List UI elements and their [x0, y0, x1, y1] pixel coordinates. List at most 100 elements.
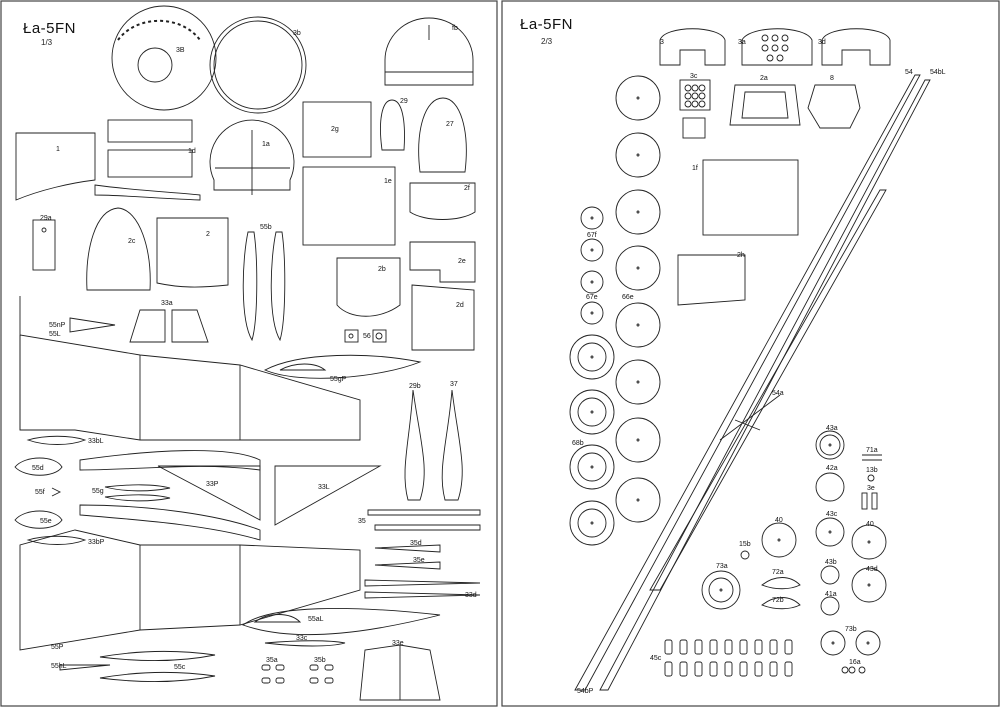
- part-33a-left: [129, 309, 166, 343]
- part-55e: [14, 510, 63, 529]
- label-2c: 2c: [128, 238, 136, 245]
- label-3B: 3B: [176, 47, 185, 54]
- label-1: 1: [56, 146, 60, 153]
- part-8: [807, 84, 861, 129]
- label-33c: 33c: [296, 635, 308, 642]
- label-3b: 3b: [293, 30, 301, 37]
- label-35d: 35d: [410, 540, 422, 547]
- part-2e: [409, 241, 476, 283]
- part-37: [441, 389, 463, 501]
- label-40-center: 40: [775, 517, 783, 524]
- label-35: 35: [358, 518, 366, 525]
- part-2f: [409, 182, 476, 220]
- small-discs-67: [580, 206, 604, 325]
- label-29b: 29b: [409, 383, 421, 390]
- part-3B-ring: [111, 5, 217, 111]
- label-3c: 3c: [690, 73, 698, 80]
- part-33e: [359, 644, 441, 701]
- part-3a: [741, 28, 813, 66]
- page-2-frame: [501, 0, 1000, 707]
- page-1-frame: [0, 0, 498, 707]
- part-33d: [364, 579, 481, 587]
- part-3d: [821, 28, 891, 66]
- label-29a: 29a: [40, 215, 52, 222]
- label-27: 27: [446, 121, 454, 128]
- label-72b: 72b: [772, 597, 784, 604]
- part-55nP: [69, 317, 116, 333]
- sheet-2-title: Ła-5FN: [520, 16, 574, 33]
- label-2: 2: [206, 231, 210, 238]
- label-3a: 3a: [738, 39, 746, 46]
- label-54a: 54a: [772, 390, 784, 397]
- label-33bP: 33bP: [88, 539, 105, 546]
- label-55hL: 55hL: [51, 663, 67, 670]
- part-2d: [411, 284, 475, 351]
- label-55nP: 55nP: [49, 322, 66, 329]
- wheel-discs-column: [615, 75, 661, 523]
- wheel-rings-68: [569, 334, 615, 546]
- part-35: [367, 509, 481, 516]
- part-1e: [302, 166, 396, 246]
- label-55P: 55P: [51, 644, 64, 651]
- label-72a: 72a: [772, 569, 784, 576]
- part-27: [418, 97, 467, 173]
- part-55g-a: [104, 484, 171, 492]
- label-2a: 2a: [760, 75, 768, 82]
- part-1a-circle: [209, 119, 295, 195]
- right-small-parts: [701, 430, 887, 674]
- part-55hL: [59, 664, 111, 671]
- part-35d: [374, 544, 441, 553]
- label-66e: 66e: [622, 294, 634, 301]
- label-1d: 1d: [188, 148, 196, 155]
- label-2f: 2f: [464, 185, 470, 192]
- part-2c: [86, 207, 151, 291]
- label-43d: 43d: [866, 566, 878, 573]
- part-55f: [51, 487, 62, 497]
- part-29b: [404, 389, 425, 501]
- part-56a: [344, 329, 359, 343]
- part-33bP: [26, 535, 87, 545]
- part-3: [659, 28, 726, 66]
- part-3c: [679, 79, 711, 111]
- label-42a: 42a: [826, 465, 838, 472]
- label-55g: 55g: [92, 488, 104, 495]
- part-2a: [729, 84, 801, 126]
- part-54bL-strip: [599, 79, 931, 691]
- sheet-1-title: Ła-5FN: [23, 20, 77, 37]
- part-55c-a: [99, 651, 216, 661]
- label-33bL: 33bL: [88, 438, 104, 445]
- label-41a: 41a: [825, 591, 837, 598]
- part-29a: [32, 219, 56, 271]
- label-2g: 2g: [331, 126, 339, 133]
- label-3d: 3d: [818, 39, 826, 46]
- label-40-right: 40: [866, 521, 874, 528]
- label-55e: 55e: [40, 518, 52, 525]
- label-43a: 43a: [826, 425, 838, 432]
- label-2e: 2e: [458, 258, 466, 265]
- part-45c-clips: [664, 639, 793, 677]
- label-1e: 1e: [384, 178, 392, 185]
- part-33a-right: [171, 309, 209, 343]
- label-33P: 33P: [206, 481, 219, 488]
- label-fb: fb: [452, 25, 458, 32]
- part-2h: [677, 254, 746, 306]
- part-2g: [302, 101, 372, 158]
- part-33bL: [26, 435, 87, 445]
- part-54-strip: [574, 74, 921, 691]
- part-3b-disc: [209, 16, 307, 114]
- label-33e: 33e: [392, 640, 404, 647]
- part-belly-b: [79, 504, 261, 541]
- label-16a: 16a: [849, 659, 861, 666]
- label-43c: 43c: [826, 511, 838, 518]
- label-33d: 33d: [465, 592, 477, 599]
- label-56: 56: [363, 333, 371, 340]
- label-2b: 2b: [378, 266, 386, 273]
- label-33L: 33L: [318, 484, 330, 491]
- label-55L: 55L: [49, 331, 61, 338]
- label-35e: 35e: [413, 557, 425, 564]
- label-73a: 73a: [716, 563, 728, 570]
- part-33c: [264, 640, 346, 647]
- label-54: 54: [905, 69, 913, 76]
- part-1-panel: [15, 132, 201, 201]
